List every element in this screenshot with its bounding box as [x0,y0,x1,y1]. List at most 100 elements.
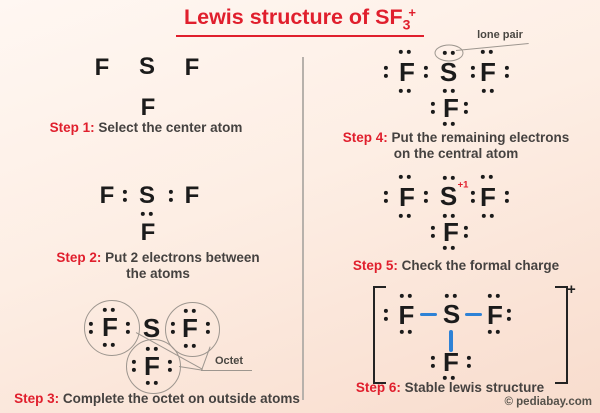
electron-pair [423,65,428,79]
electron-pair [442,213,455,218]
atom-F: F [102,312,118,342]
bracket-left [373,286,386,384]
atom-F: F [443,347,459,377]
step2-text: Put 2 electrons between [105,250,260,265]
atom-F: F [99,182,115,209]
step6-text: Stable lewis structure [404,380,545,395]
step3-caption-line: Step 3: Complete the octet on outside at… [14,391,300,407]
atom-F: F [140,94,156,121]
lone-pair-ellipse [434,44,464,62]
electron-pair [205,321,211,335]
title-subscript: 3 [402,16,411,33]
step4-text: Put the remaining electrons [391,130,570,145]
atom-F: F [144,350,160,381]
electron-pair [470,65,475,79]
step4-caption-line1: Step 4: Put the remaining electrons [343,130,570,146]
atom-S: S [442,299,461,329]
step5-label: Step 5: [352,258,398,273]
electron-pair [88,321,94,334]
step5-caption: Step 5: Check the formal charge [353,258,559,274]
electron-pair [487,293,501,298]
title-superscript: + [408,5,417,20]
step5-caption-line: Step 5: Check the formal charge [353,258,559,274]
atom-F: F [399,57,415,87]
atom-F: F [443,92,459,123]
electron-pair [442,121,455,126]
atom-F: F [487,299,503,330]
electron-pair [167,359,172,372]
electron-pair [430,225,436,239]
atom-S: S [439,181,458,211]
electron-pair [444,293,458,298]
page-title: Lewis structure of SF3+ [175,5,425,38]
electron-pair [183,343,197,348]
electron-pair [145,380,159,385]
electron-pair [168,189,173,203]
electron-pair [481,88,494,94]
atom-F: F [399,181,415,212]
atom-F: F [94,54,110,81]
electron-pair [398,174,411,179]
electron-pair [504,65,510,79]
step4-caption-line2: on the central atom [393,146,519,161]
electron-pair [423,190,428,203]
electron-pair [398,88,411,94]
step2-caption: Step 2: Put 2 electrons between the atom… [56,250,259,282]
electron-pair [481,213,494,218]
electron-pair [442,245,455,251]
electron-pair [466,355,472,369]
atom-F: F [480,57,496,87]
atom-F: F [184,182,200,209]
atom-S: S [439,56,458,87]
electron-pair [145,346,159,351]
step2-caption-line2: the atoms [126,266,190,281]
electron-pair [399,329,412,335]
electron-pair [122,189,127,203]
step3-caption: Step 3: Complete the octet on outside at… [14,391,300,407]
electron-pair [398,49,411,55]
step2-caption-line1: Step 2: Put 2 electrons between [56,250,259,266]
step4-label: Step 4: [342,130,388,145]
octet-circle-right [164,301,220,357]
atom-S: S [138,53,156,80]
step6-caption: Step 6: Stable lewis structure [356,380,544,396]
electron-pair [463,101,469,114]
step1-caption: Step 1: Select the center atom [50,120,243,136]
octet-annotation: Octet [214,354,244,367]
electron-pair [480,174,493,179]
electron-pair [442,175,455,180]
atom-F: F [480,181,496,212]
ion-charge-label: + [567,281,576,298]
electron-pair [463,225,469,239]
bracket-right [555,286,568,384]
electron-pair [102,307,116,313]
electron-pair [125,321,130,334]
watermark: © pediabay.com [504,396,592,408]
electron-pair [131,359,137,372]
electron-pair [383,308,388,321]
atom-F: F [184,54,200,81]
bond-s-f [464,312,482,317]
electron-pair [480,49,493,55]
electron-pair [102,342,116,347]
electron-pair [504,190,510,203]
step2-label: Step 2: [56,250,102,265]
step3-label: Step 3: [14,391,60,406]
bond-f-s [419,312,437,317]
step1-label: Step 1: [49,120,95,135]
electron-pair [487,329,501,335]
atom-F: F [140,219,156,246]
electron-pair [170,321,175,335]
column-divider [302,57,304,400]
electron-pair [183,308,197,313]
electron-pair [383,190,388,203]
electron-pair [398,213,411,218]
electron-pair [442,375,455,381]
electron-pair [140,211,154,217]
formal-charge-label: +1 [457,179,469,191]
electron-pair [470,190,475,203]
electron-pair [430,101,436,114]
atom-S: S [138,182,156,209]
electron-pair [506,308,512,321]
atom-F: F [182,313,198,343]
